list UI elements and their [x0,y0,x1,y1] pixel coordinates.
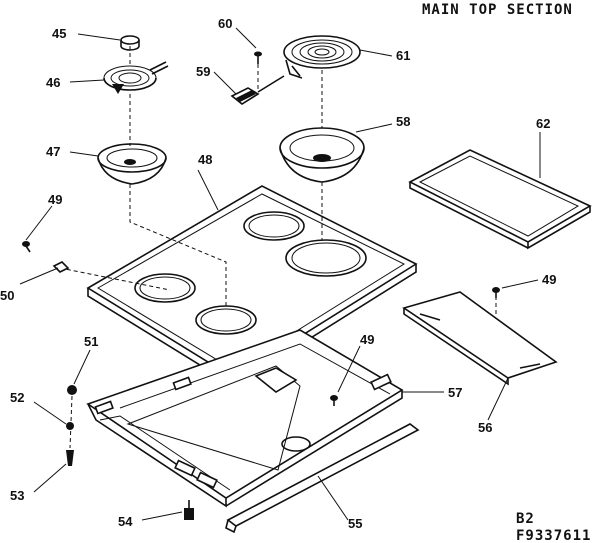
callout-49-center: 49 [360,332,374,347]
callout-47: 47 [46,144,60,159]
part-60-screw [254,51,262,64]
callout-54: 54 [118,514,133,529]
alignment-lines [59,46,497,420]
part-50-clip [52,261,70,273]
part-49-screw-left [22,241,31,253]
part-45-cap [120,35,140,51]
callout-53: 53 [10,488,24,503]
callout-50: 50 [0,288,14,303]
part-54-bolt [184,500,194,520]
callout-49-left: 49 [48,192,62,207]
part-57-lower-body [86,329,404,508]
callout-60: 60 [218,16,232,31]
callout-56: 56 [478,420,492,435]
part-46-surface-element [103,61,169,94]
callout-48: 48 [198,152,212,167]
footer-part-code: F9337611 [516,528,591,543]
callout-labels: 45 46 47 48 49 50 51 52 53 54 55 56 57 5… [0,16,556,531]
footer-code-b2: B2 [516,511,535,527]
part-55-strip [225,423,420,534]
part-49-screw-center [330,395,338,406]
callout-51: 51 [84,334,98,349]
diagram-title: MAIN TOP SECTION [422,2,573,18]
part-52-washer [66,422,74,430]
part-47-drip-pan [97,143,167,185]
callout-45: 45 [52,26,66,41]
part-61-large-surface-element [283,35,361,79]
part-58-large-drip-pan [279,127,365,183]
callout-58: 58 [396,114,410,129]
callout-55: 55 [348,516,362,531]
leader-lines [19,27,541,521]
callout-46: 46 [46,75,60,90]
part-56-rear-trim [402,291,558,386]
callout-61: 61 [396,48,410,63]
callout-62: 62 [536,116,550,131]
part-62-panel [408,149,592,250]
callout-59: 59 [196,64,210,79]
part-53-bolt [66,450,74,466]
callout-52: 52 [10,390,24,405]
part-49-screw-right [492,287,500,298]
callout-57: 57 [448,385,462,400]
callout-49-right: 49 [542,272,556,287]
part-59-terminal-block [230,75,285,105]
part-51-nut [67,385,77,395]
